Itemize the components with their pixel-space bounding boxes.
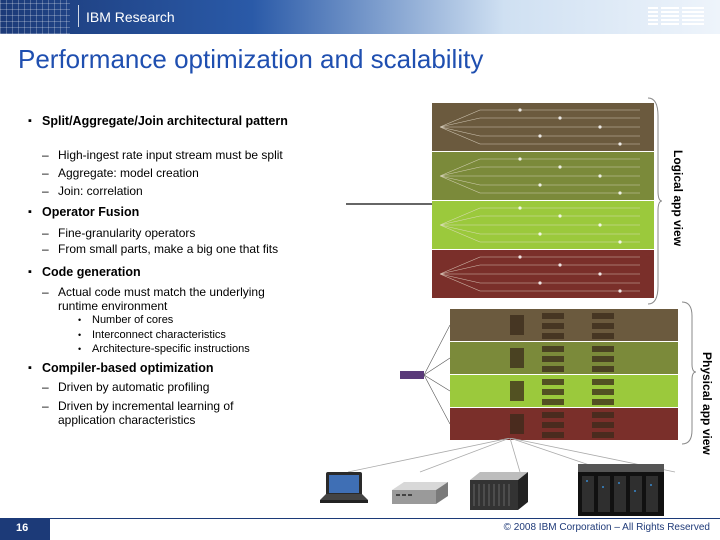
sub-bullet-high-ingest: High-ingest rate input stream must be sp… <box>42 148 283 162</box>
header-band: IBM Research <box>0 0 720 34</box>
page-number-box: 16 <box>0 518 50 540</box>
logical-graph-nodes <box>518 108 622 293</box>
bullet-split-aggregate-join: Split/Aggregate/Join architectural patte… <box>28 114 302 128</box>
footer-copyright: © 2008 IBM Corporation – All Rights Rese… <box>503 522 710 533</box>
sub-bullet-incremental-learning: Driven by incremental learning of applic… <box>42 399 278 427</box>
sub-sub-bullet-interconnect: Interconnect characteristics <box>78 329 226 342</box>
sub-bullet-small-parts: From small parts, make a big one that fi… <box>42 242 278 256</box>
physical-app-view-label: Physical app view <box>700 352 714 455</box>
sub-sub-bullet-cores: Number of cores <box>78 314 173 327</box>
rack-server-icon <box>392 482 448 504</box>
footer-rule <box>50 518 720 519</box>
bullet-compiler-optimization: Compiler-based optimization <box>28 361 214 375</box>
physical-app-view-figure <box>392 305 684 445</box>
bullet-code-generation: Code generation <box>28 265 141 279</box>
sub-bullet-automatic-profiling: Driven by automatic profiling <box>42 380 209 394</box>
source-node <box>400 371 424 379</box>
laptop-icon <box>320 472 368 503</box>
logical-app-view-figure <box>340 98 660 304</box>
sub-bullet-join: Join: correlation <box>42 184 143 198</box>
sub-bullet-aggregate: Aggregate: model creation <box>42 166 199 180</box>
physical-links <box>423 324 451 425</box>
bullet-operator-fusion: Operator Fusion <box>28 205 139 219</box>
sub-bullet-actual-code: Actual code must match the underlying ru… <box>42 285 308 313</box>
logical-bracket <box>648 97 662 305</box>
supercomputer-racks-icon <box>578 464 664 516</box>
page-title: Performance optimization and scalability <box>18 44 484 74</box>
blade-chassis-icon <box>470 472 528 510</box>
logical-app-view-label: Logical app view <box>671 150 685 247</box>
header-separator <box>78 5 79 27</box>
ibm-logo-icon <box>648 7 704 25</box>
header-brand: IBM Research <box>86 9 175 25</box>
sub-bullet-fine-granularity: Fine-granularity operators <box>42 226 195 240</box>
header-grid-decoration <box>0 0 70 34</box>
page-number: 16 <box>16 522 29 534</box>
physical-node-blocks <box>510 313 614 438</box>
sub-sub-bullet-architecture: Architecture-specific instructions <box>78 343 250 356</box>
physical-bracket <box>682 301 696 445</box>
